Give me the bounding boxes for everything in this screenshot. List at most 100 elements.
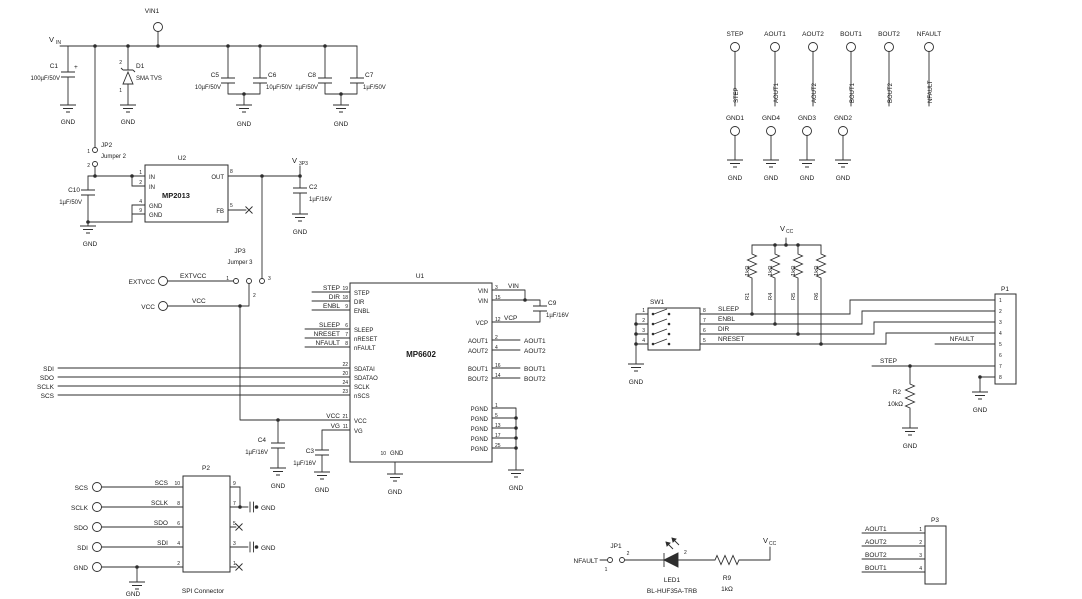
wires-part bbox=[699, 332, 996, 345]
junctions-part bbox=[254, 545, 259, 549]
net-nreset: NRESET bbox=[314, 331, 340, 338]
vin1-ref: VIN1 bbox=[145, 8, 160, 15]
c5-ref: C5 bbox=[211, 72, 220, 79]
u1-vin15: VIN bbox=[478, 299, 488, 305]
u1-gnd: GND bbox=[390, 451, 404, 457]
r9-val: 1kΩ bbox=[721, 586, 733, 593]
u1-sleep: SLEEP bbox=[354, 328, 373, 334]
wires-part bbox=[101, 486, 184, 568]
jp3-pin1: 1 bbox=[226, 276, 229, 282]
net-scs: SCS bbox=[41, 393, 55, 400]
u1-pin19: 19 bbox=[342, 286, 348, 292]
p2-pin8: 8 bbox=[177, 501, 180, 507]
junctions-part bbox=[978, 375, 982, 379]
jp1-pin1: 1 bbox=[605, 567, 608, 573]
gnd-u2: GND bbox=[83, 241, 98, 248]
sw1-pin2: 2 bbox=[642, 318, 645, 324]
wires-part bbox=[227, 45, 261, 106]
dip-switch-levers bbox=[653, 308, 668, 345]
p2-sdo-label: SDO bbox=[74, 525, 88, 532]
u1-vin3: VIN bbox=[478, 289, 488, 295]
u1-pgnd13: PGND bbox=[471, 427, 489, 433]
wires-part bbox=[321, 429, 351, 473]
no-connect bbox=[245, 206, 253, 214]
wires-part bbox=[699, 310, 996, 325]
jp2-ref: JP2 bbox=[101, 142, 113, 149]
gnd-u1: GND bbox=[388, 489, 403, 496]
net-enbl: ENBL bbox=[323, 303, 340, 310]
led-led1 bbox=[662, 537, 680, 568]
u1-dir: DIR bbox=[354, 300, 365, 306]
r2-ref: R2 bbox=[893, 389, 902, 396]
no-connect bbox=[235, 523, 243, 531]
p1-body bbox=[994, 293, 1017, 385]
wires-part bbox=[239, 305, 351, 421]
vin-net: V bbox=[49, 35, 54, 44]
vcc-pullup: V bbox=[780, 224, 785, 233]
gnd-symbol bbox=[507, 469, 525, 478]
p3-body bbox=[924, 525, 947, 585]
gnd-r2: GND bbox=[903, 443, 918, 450]
p3-ref: P3 bbox=[931, 517, 939, 524]
jumper-pin bbox=[607, 557, 613, 563]
net-nfault-jp1: NFAULT bbox=[574, 558, 598, 565]
capacitor-c1 bbox=[60, 71, 76, 78]
net-vcp: VCP bbox=[504, 315, 517, 322]
gnd-d1: GND bbox=[121, 119, 136, 126]
d1-pin1: 1 bbox=[119, 88, 122, 94]
net-step-p1: STEP bbox=[880, 358, 897, 365]
gnd-symbol bbox=[901, 427, 919, 436]
net-vg: VG bbox=[331, 423, 340, 430]
gnd-p2-pin3: GND bbox=[261, 545, 276, 552]
tp-step-net: STEP bbox=[734, 87, 740, 103]
led1-ref: LED1 bbox=[664, 577, 681, 584]
sw1-body bbox=[647, 307, 701, 351]
junctions-part bbox=[130, 174, 134, 178]
net-sclk: SCLK bbox=[37, 384, 55, 391]
gnd-c5c6: GND bbox=[237, 121, 252, 128]
gnd-symbol bbox=[971, 391, 989, 400]
junctions-part bbox=[514, 446, 518, 450]
gnd-symbol bbox=[235, 104, 253, 113]
wires-part bbox=[751, 279, 822, 345]
jp2-pin2: 2 bbox=[87, 163, 90, 169]
sw1-pin6: 6 bbox=[703, 328, 706, 334]
tp-aout1-label: AOUT1 bbox=[764, 31, 786, 38]
u2-pin5: 5 bbox=[230, 203, 233, 209]
gnd-c8c7: GND bbox=[334, 121, 349, 128]
junctions-part bbox=[126, 44, 130, 48]
u1-pin22: 22 bbox=[342, 362, 348, 368]
tp-gnd2-label: GND2 bbox=[834, 115, 852, 122]
testpoint-sdi bbox=[92, 542, 102, 552]
u1-pgnd25: PGND bbox=[471, 447, 489, 453]
r6-val: 1kΩ bbox=[814, 265, 820, 276]
p2-pin3: 3 bbox=[233, 541, 236, 547]
testpoint-gnd2 bbox=[838, 126, 848, 136]
gnd-p2: GND bbox=[126, 591, 141, 598]
net-vin-u1: VIN bbox=[508, 283, 519, 290]
testpoint-step bbox=[730, 42, 740, 52]
junctions-part bbox=[634, 342, 638, 346]
led-led1-part bbox=[671, 537, 677, 543]
sw1-pin5: 5 bbox=[703, 338, 706, 344]
u2-pin9: 9 bbox=[139, 208, 142, 214]
u2-pin1: 1 bbox=[139, 170, 142, 176]
sw1-pin1: 1 bbox=[642, 308, 645, 314]
p3-pin3: 3 bbox=[919, 553, 922, 559]
u2-fb: FB bbox=[216, 209, 224, 215]
dip-switch-glyphs-part bbox=[667, 332, 671, 336]
gnd-symbol bbox=[119, 104, 137, 113]
c2-val: 1µF/16V bbox=[309, 197, 332, 203]
p2-sdi-label: SDI bbox=[77, 545, 88, 552]
junctions-part bbox=[298, 174, 302, 178]
p1-pin5: 5 bbox=[999, 342, 1002, 348]
wires-part bbox=[167, 283, 250, 307]
dip-switch-glyphs-part bbox=[651, 332, 655, 336]
u1-pin15: 15 bbox=[495, 295, 501, 301]
junctions-part bbox=[156, 44, 160, 48]
net-nfault-p1: NFAULT bbox=[950, 336, 974, 343]
u1-nreset: nRESET bbox=[354, 337, 378, 343]
u2-in2: IN bbox=[149, 185, 155, 191]
sw1-pin4: 4 bbox=[642, 338, 645, 344]
